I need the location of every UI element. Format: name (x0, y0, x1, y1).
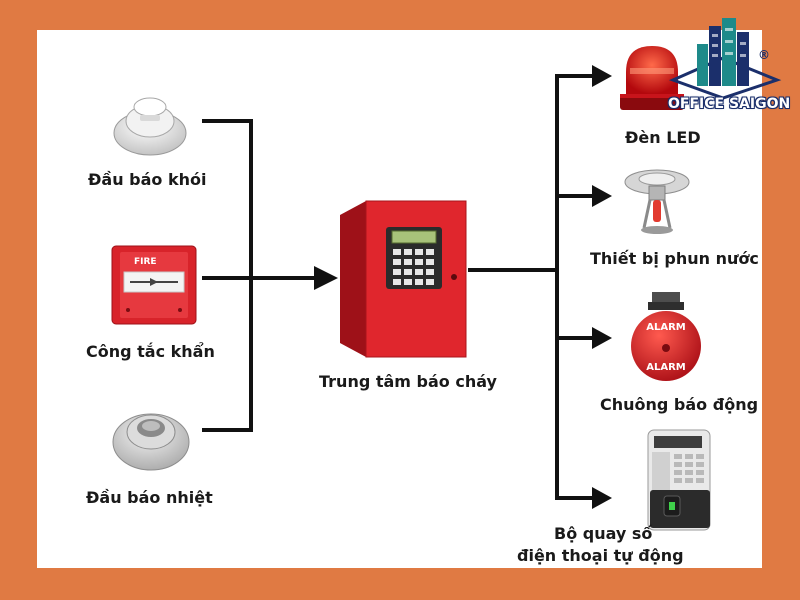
label-sprinkler: Thiết bị phun nước (590, 249, 759, 268)
manual-call-point-icon: FIRE (111, 245, 197, 325)
label-dialer-line1: Bộ quay số (554, 524, 653, 543)
sprinkler-icon (624, 169, 690, 234)
label-control-panel: Trung tâm báo cháy (319, 372, 497, 391)
label-led: Đèn LED (625, 128, 701, 147)
bell-alarm-text-bottom: ALARM (646, 362, 686, 373)
label-smoke-detector: Đầu báo khói (88, 170, 207, 189)
arrow-led (592, 65, 612, 87)
heat-detector-icon (112, 413, 190, 471)
label-manual-call-point: Công tắc khẩn (86, 342, 215, 361)
registered-mark: ® (758, 48, 770, 62)
alarm-bell-icon: ALARM ALARM (631, 292, 701, 381)
bell-alarm-text-top: ALARM (646, 322, 686, 333)
office-saigon-logo (668, 18, 782, 100)
label-heat-detector: Đầu báo nhiệt (86, 488, 213, 507)
device-fire-text: FIRE (134, 257, 157, 267)
brand-name: OFFICE SAIGON (668, 96, 791, 112)
label-alarm-bell: Chuông báo động (600, 395, 759, 414)
label-dialer-line2: điện thoại tự động (517, 546, 684, 565)
smoke-detector-icon (113, 97, 187, 156)
fire-alarm-control-panel-icon (340, 200, 467, 358)
arrow-sprinkler (592, 185, 612, 207)
arrow-bell (592, 327, 612, 349)
arrow-to-center (314, 266, 338, 290)
arrow-dialer (592, 487, 612, 509)
led-beacon-icon (620, 46, 684, 110)
auto-dialer-icon (647, 429, 711, 531)
